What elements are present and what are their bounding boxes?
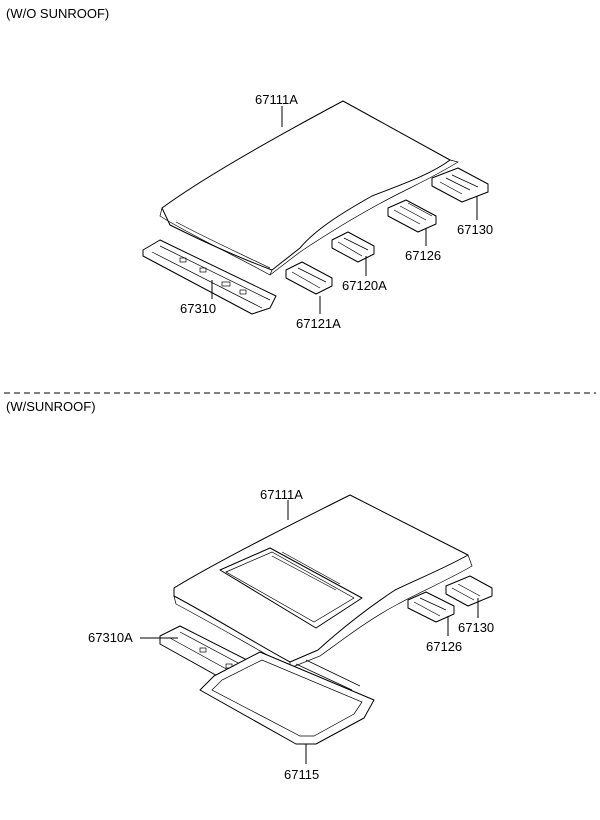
front-header-67121a: [285, 261, 333, 295]
side-rail-67310: [142, 239, 277, 315]
roof-bow-67130: [431, 167, 489, 203]
sunroof-frame-67115: [199, 651, 375, 745]
part-number-label: 67130: [458, 620, 494, 635]
part-number-label: 67120A: [342, 278, 387, 293]
part-number-label: 67111A: [260, 487, 303, 502]
roof-bow-67120a: [331, 231, 375, 263]
part-number-label: 67111A: [255, 92, 298, 107]
roof-bow-67126: [387, 199, 437, 233]
section-title-with-sunroof: (W/SUNROOF): [6, 399, 96, 414]
part-number-label: 67310: [180, 301, 216, 316]
part-number-label: 67126: [405, 248, 441, 263]
part-number-label: 67130: [457, 222, 493, 237]
part-number-label: 67126: [426, 639, 462, 654]
roof-panel-sunroof: [173, 494, 473, 669]
part-number-label: 67115: [284, 767, 319, 782]
section-title-without-sunroof: (W/O SUNROOF): [6, 6, 109, 21]
roof-bow-67126-sunroof: [407, 591, 455, 623]
roof-panel: [159, 100, 459, 276]
part-number-label: 67121A: [296, 316, 341, 331]
part-number-label: 67310A: [88, 630, 133, 645]
roof-bow-67130-sunroof: [445, 575, 493, 607]
